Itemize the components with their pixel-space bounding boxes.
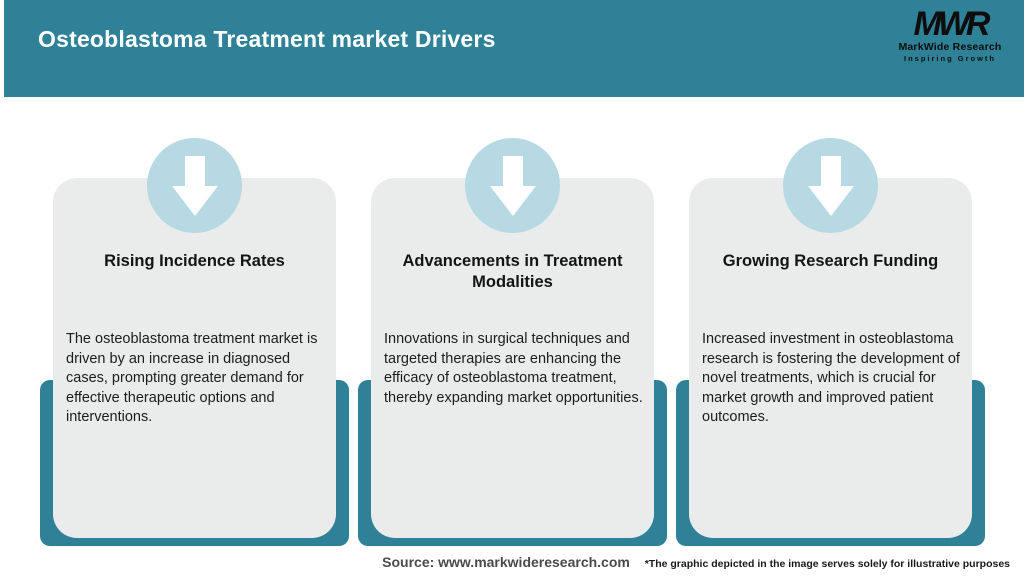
down-arrow-icon [147,138,242,233]
disclaimer-text: *The graphic depicted in the image serve… [644,558,1010,570]
driver-card-research-funding: Growing Research Funding Increased inves… [689,178,972,538]
source-text: Source: www.markwideresearch.com [382,554,630,570]
card-body: Increased investment in osteoblastoma re… [702,331,960,426]
logo-mark: MWR [913,5,991,43]
logo-name: MarkWide Research [898,41,1002,54]
driver-card-rising-incidence: Rising Incidence Rates The osteoblastoma… [53,178,336,538]
card-title: Advancements in Treatment Modalities [402,252,623,292]
down-arrow-icon [465,138,560,233]
card-title: Rising Incidence Rates [104,252,285,270]
down-arrow-icon [783,138,878,233]
header-bar: Osteoblastoma Treatment market Drivers M… [4,0,1024,97]
card-body: The osteoblastoma treatment market is dr… [66,331,318,426]
logo-tagline: Inspiring Growth [904,54,996,64]
card-title: Growing Research Funding [722,252,939,270]
driver-card-advancements: Advancements in Treatment Modalities Inn… [371,178,654,538]
page-title: Osteoblastoma Treatment market Drivers [38,26,496,52]
brand-logo: MWR MarkWide Research Inspiring Growth [890,5,1010,64]
card-body: Innovations in surgical techniques and t… [384,331,643,406]
